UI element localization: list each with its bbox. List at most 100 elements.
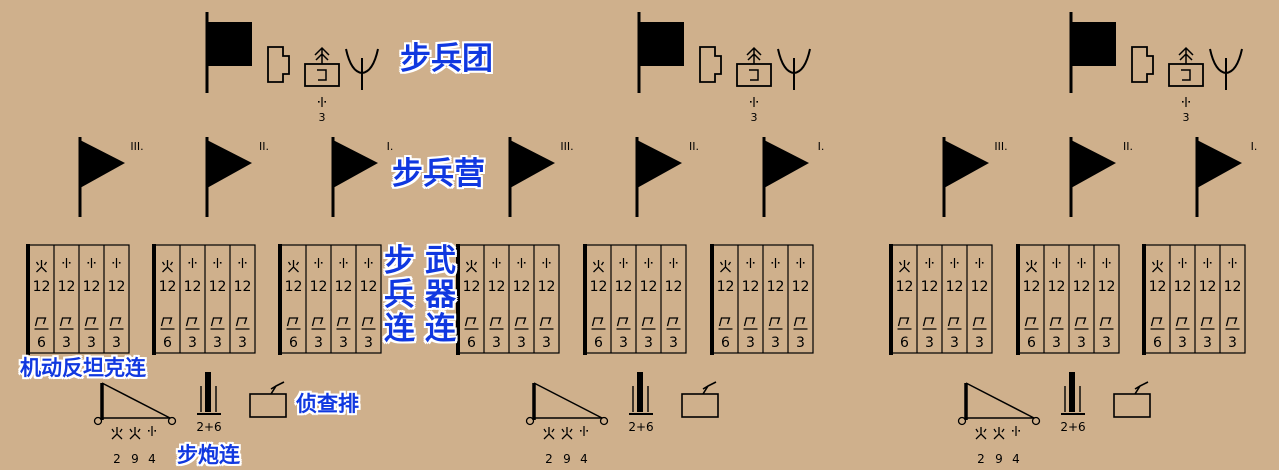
platoon-strength-label: 12 (640, 279, 658, 295)
battalion-pennant-icon (333, 140, 378, 188)
hq-vehicle-icon (699, 46, 722, 83)
platoon-vehicle-count-label: 3 (619, 335, 628, 351)
at-strength-label: 2 (977, 452, 985, 466)
platoon-marker-icon (219, 262, 222, 264)
platoon-strength-label: 12 (33, 279, 51, 295)
label-infantry-company-char-2: 兵 (384, 277, 415, 313)
engineer-fork-icon (777, 48, 811, 90)
platoon-strength-label: 12 (1199, 279, 1217, 295)
vehicle-icon (972, 317, 987, 330)
platoon-strength-label: 12 (767, 279, 785, 295)
company-commander-icon (35, 260, 48, 273)
label-weapons-company: 武 器 连 (425, 244, 456, 346)
platoon-marker-icon (498, 262, 501, 264)
battalion-designation-label: II. (259, 140, 269, 153)
vehicle-icon (641, 317, 656, 330)
platoon-marker-icon (981, 262, 984, 264)
battalion-pennant-icon (944, 140, 989, 188)
battalion-designation-label: II. (689, 140, 699, 153)
platoon-vehicle-count-label: 3 (1077, 335, 1086, 351)
at-wheel-icon (957, 416, 967, 426)
label-mech-antitank-company: 机动反坦克连 (20, 356, 146, 380)
battalion-pennant-icon (637, 140, 682, 188)
platoon-marker-icon (1203, 262, 1206, 264)
vehicle-icon (616, 317, 631, 330)
platoon-marker-icon (950, 262, 953, 264)
platoon-strength-label: 12 (971, 279, 989, 295)
vehicle-icon (361, 317, 376, 330)
platoon-marker-icon (956, 262, 959, 264)
at-marker-icon (148, 430, 150, 432)
vehicle-icon (591, 317, 606, 330)
hq-marker-icon (756, 101, 758, 103)
platoon-strength-label: 12 (184, 279, 202, 295)
platoon-vehicle-count-label: 3 (213, 335, 222, 351)
recon-box-icon (681, 393, 719, 418)
platoon-marker-icon (925, 262, 928, 264)
vehicle-icon (489, 317, 504, 330)
at-crew-icon (561, 427, 573, 440)
platoon-strength-label: 12 (1073, 279, 1091, 295)
at-strength-label: 2 (545, 452, 553, 466)
platoon-strength-label: 12 (513, 279, 531, 295)
company-commander-icon (1151, 260, 1164, 273)
signal-unit-icon (736, 63, 772, 87)
at-strength-label: 2 (113, 452, 121, 466)
company-commander-icon (592, 260, 605, 273)
platoon-marker-icon (746, 262, 749, 264)
platoon-marker-icon (213, 262, 216, 264)
signal-unit-icon (1168, 63, 1204, 87)
platoon-strength-label: 12 (1048, 279, 1066, 295)
platoon-marker-icon (650, 262, 653, 264)
platoon-marker-icon (777, 262, 780, 264)
vehicle-icon (1225, 317, 1240, 330)
label-regiment: 步兵团 (400, 41, 493, 77)
antenna-icon (1178, 46, 1194, 64)
vehicle-icon (185, 317, 200, 330)
vehicle-icon (109, 317, 124, 330)
platoon-vehicle-count-label: 3 (517, 335, 526, 351)
platoon-strength-label: 12 (615, 279, 633, 295)
regiment-hq-symbol: 3 (637, 12, 811, 124)
platoon-strength-label: 12 (335, 279, 353, 295)
battalion-symbol: III. (942, 137, 1008, 217)
at-marker-icon (1018, 430, 1020, 432)
at-crew-icon (975, 427, 987, 440)
platoon-strength-label: 12 (896, 279, 914, 295)
platoon-vehicle-count-label: 3 (492, 335, 501, 351)
platoon-marker-icon (675, 262, 678, 264)
platoon-marker-icon (238, 262, 241, 264)
regiment-flag-icon (640, 22, 684, 66)
platoon-vehicle-count-label: 6 (467, 335, 476, 351)
platoon-marker-icon (796, 262, 799, 264)
platoon-marker-icon (87, 262, 90, 264)
platoon-vehicle-count-label: 3 (1228, 335, 1237, 351)
regiment-hq-symbol: 3 (205, 12, 379, 124)
mortar-strength-label: 2+6 (1060, 420, 1085, 434)
hq-strength-label: 3 (1183, 111, 1190, 124)
platoon-vehicle-count-label: 3 (975, 335, 984, 351)
vehicle-icon (922, 317, 937, 330)
vehicle-icon (34, 317, 49, 330)
platoon-strength-label: 12 (1098, 279, 1116, 295)
hq-strength-label: 3 (751, 111, 758, 124)
platoon-vehicle-count-label: 6 (1153, 335, 1162, 351)
vehicle-icon (464, 317, 479, 330)
platoon-strength-label: 12 (742, 279, 760, 295)
platoon-marker-icon (194, 262, 197, 264)
platoon-marker-icon (1234, 262, 1237, 264)
mortar-tube-icon (1069, 372, 1075, 412)
hq-marker-icon (318, 101, 320, 103)
mortar-tube-icon (637, 372, 643, 412)
platoon-strength-label: 12 (717, 279, 735, 295)
at-crew-icon (543, 427, 555, 440)
at-marker-icon (154, 430, 156, 432)
